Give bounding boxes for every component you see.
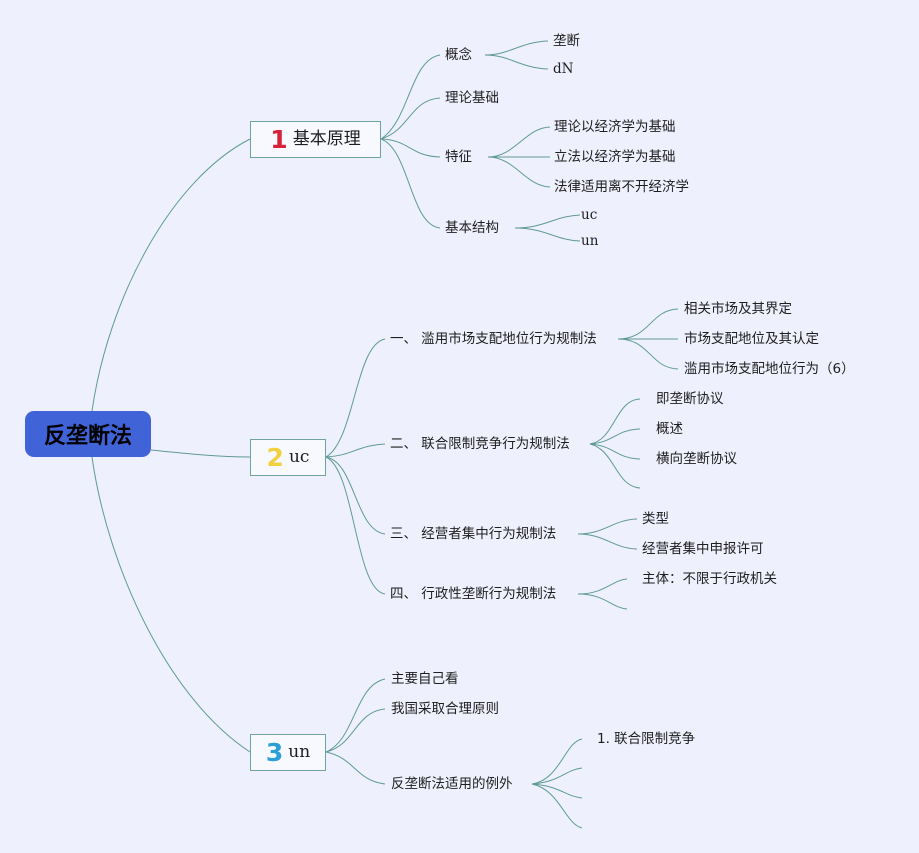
link-b1-gainian <box>380 54 441 140</box>
link-jiegou-2 <box>514 227 581 242</box>
link-s4-1 <box>577 578 628 595</box>
node-liwai[interactable]: 反垄断法适用的例外 <box>391 776 513 792</box>
link-b2-2 <box>325 443 386 458</box>
node-section-2-item-2[interactable]: 概述 <box>656 421 683 437</box>
link-s1-3 <box>617 338 679 370</box>
link-s4-2 <box>577 593 628 610</box>
node-section-1[interactable]: 一、 滥用市场支配地位行为规制法 <box>390 331 597 347</box>
link-s2-2 <box>589 428 641 445</box>
node-section-2-item-3[interactable]: 横向垄断协议 <box>656 451 737 467</box>
link-tezheng-1 <box>487 126 551 158</box>
branch-node-3[interactable]: 3 un <box>250 734 326 771</box>
branch-node-1[interactable]: 1 基本原理 <box>250 121 381 158</box>
link-s3-2 <box>577 533 638 550</box>
node-gainian[interactable]: 概念 <box>445 47 472 63</box>
node-tezheng-2[interactable]: 立法以经济学为基础 <box>554 149 676 165</box>
node-jibenjiegou[interactable]: 基本结构 <box>445 220 499 236</box>
node-section-1-item-2[interactable]: 市场支配地位及其认定 <box>684 331 819 347</box>
link-s2-3 <box>589 443 641 460</box>
node-section-2-item-1[interactable]: 即垄断协议 <box>656 391 724 407</box>
link-gainian-1 <box>484 40 549 56</box>
link-root-branch-2 <box>150 449 251 458</box>
node-section-1-item-1[interactable]: 相关市场及其界定 <box>684 301 792 317</box>
branch-3-number-badge: 3 <box>265 738 284 767</box>
branch-1-number-badge: 1 <box>270 125 288 154</box>
node-section-3-item-2[interactable]: 经营者集中申报许可 <box>642 541 764 557</box>
root-label: 反垄断法 <box>43 424 132 449</box>
link-root-branch-3 <box>91 456 251 753</box>
node-tezheng[interactable]: 特征 <box>445 149 472 165</box>
node-dn[interactable]: dN <box>553 61 574 77</box>
node-section-4[interactable]: 四、 行政性垄断行为规制法 <box>390 586 557 602</box>
link-s3-1 <box>577 518 638 535</box>
node-longduan[interactable]: 垄断 <box>553 33 580 49</box>
link-b2-3 <box>325 456 386 535</box>
link-e-1 <box>531 738 583 785</box>
node-section-2[interactable]: 二、 联合限制竞争行为规制法 <box>390 436 570 452</box>
link-s2-1 <box>589 398 641 445</box>
link-b2-4 <box>325 456 386 595</box>
link-jiegou-1 <box>514 214 581 229</box>
node-tezheng-3[interactable]: 法律适用离不开经济学 <box>554 179 689 195</box>
link-root-branch-1 <box>91 138 251 412</box>
link-b3-2 <box>325 708 386 753</box>
node-tezheng-1[interactable]: 理论以经济学为基础 <box>554 119 676 135</box>
link-b1-tezheng <box>380 138 441 158</box>
link-tezheng-3 <box>487 156 551 188</box>
root-node[interactable]: 反垄断法 <box>25 411 151 457</box>
link-b2-1 <box>325 338 386 458</box>
link-e-2 <box>531 767 583 785</box>
link-b1-lilunjichu <box>380 97 441 140</box>
link-e-3 <box>531 783 583 799</box>
link-b1-jibenjiegou <box>380 138 441 229</box>
node-heliyuanze[interactable]: 我国采取合理原则 <box>391 701 499 717</box>
branch-node-2[interactable]: 2 uc <box>250 439 326 476</box>
node-zhuyao[interactable]: 主要自己看 <box>391 671 459 687</box>
node-liwai-item-1[interactable]: 1. 联合限制竞争 <box>597 731 696 747</box>
branch-3-label: un <box>288 742 311 762</box>
node-section-3[interactable]: 三、 经营者集中行为规制法 <box>390 526 557 542</box>
node-lilunjichu[interactable]: 理论基础 <box>445 90 499 106</box>
link-s1-1 <box>617 308 679 340</box>
link-gainian-2 <box>484 54 549 70</box>
link-e-4 <box>531 783 583 829</box>
link-s2-4 <box>589 443 641 489</box>
node-section-4-item-1[interactable]: 主体：不限于行政机关 <box>642 571 777 587</box>
branch-2-label: uc <box>288 447 310 467</box>
node-jiegou-uc[interactable]: uc <box>581 207 598 223</box>
node-jiegou-un[interactable]: un <box>581 233 599 249</box>
node-section-1-item-3[interactable]: 滥用市场支配地位行为（6） <box>684 361 855 377</box>
branch-2-number-badge: 2 <box>266 443 284 472</box>
link-b3-1 <box>325 678 386 753</box>
branch-1-label: 基本原理 <box>292 129 361 149</box>
link-b3-3 <box>325 751 386 785</box>
node-section-3-item-1[interactable]: 类型 <box>642 511 669 527</box>
